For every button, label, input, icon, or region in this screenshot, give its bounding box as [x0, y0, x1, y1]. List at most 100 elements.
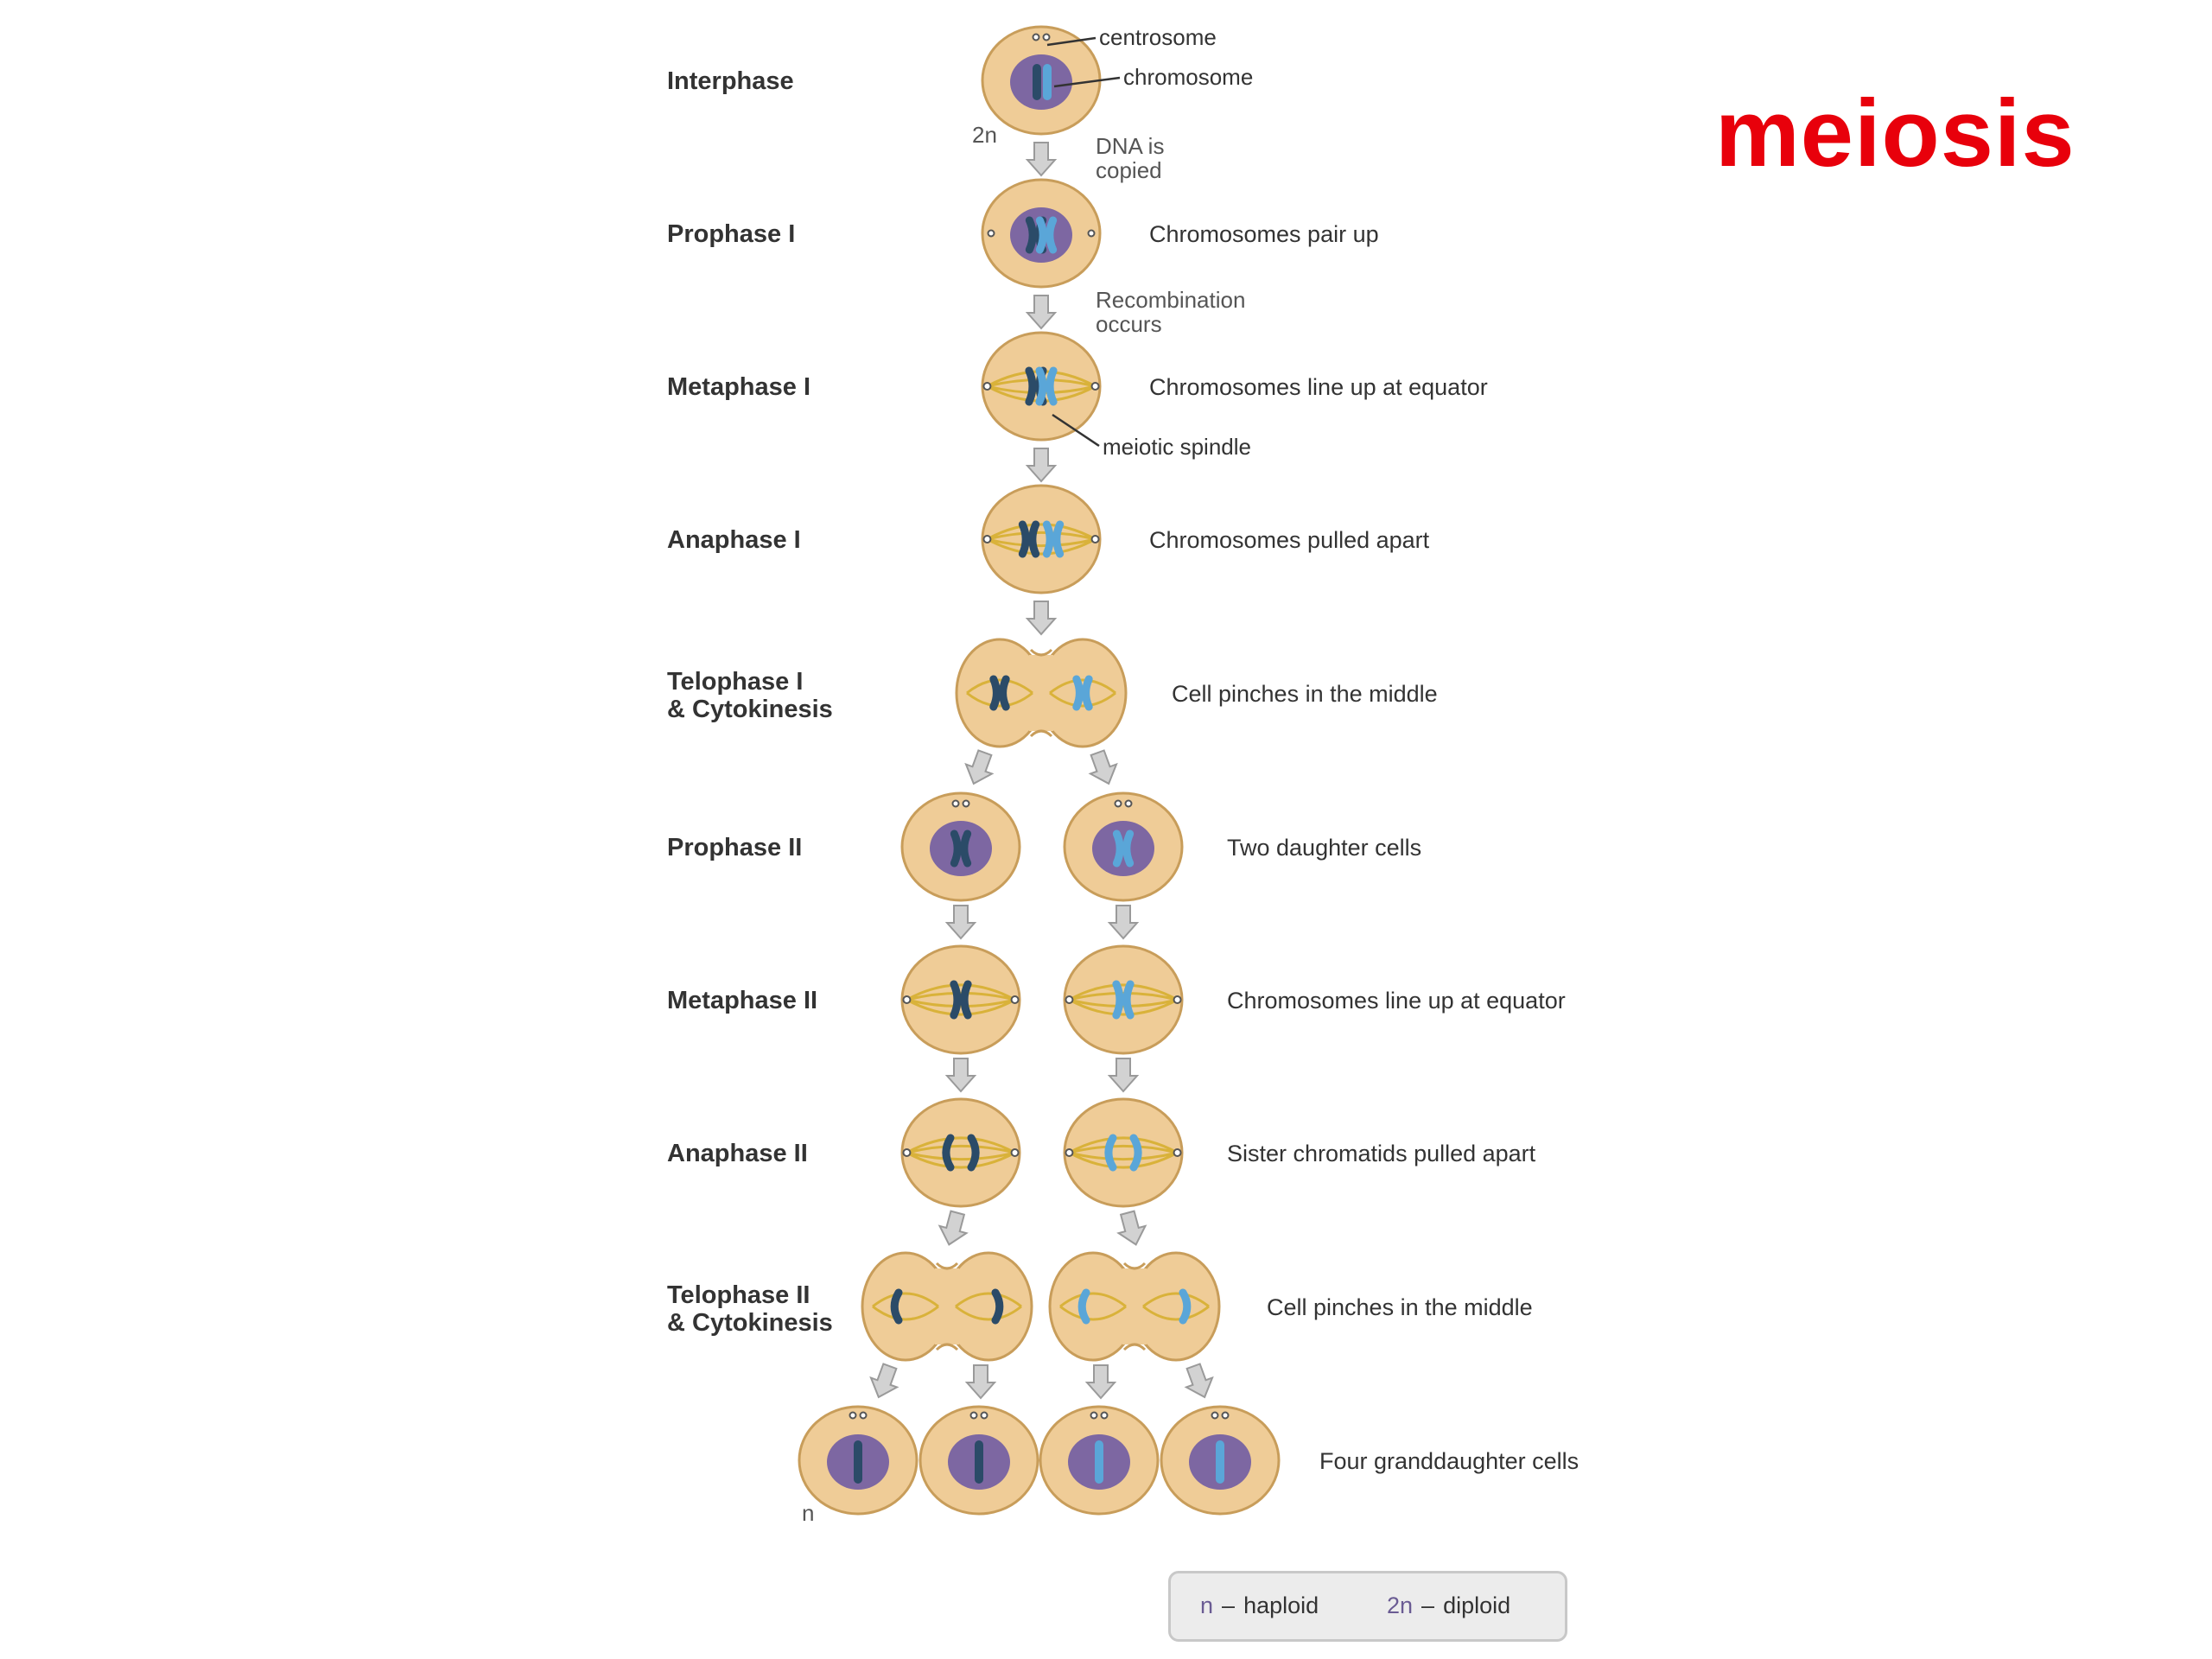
- centrosome: [1065, 995, 1074, 1004]
- centrosome: [969, 1411, 978, 1420]
- down-arrow: [1107, 905, 1140, 940]
- cleavage-fill: [1122, 1268, 1147, 1344]
- down-arrow: [1025, 601, 1058, 636]
- metaphase-2-cell: [1063, 944, 1184, 1055]
- legend-item-haploid: n–haploid: [1200, 1592, 1319, 1619]
- legend-label: diploid: [1443, 1592, 1511, 1618]
- centrosome: [982, 382, 992, 391]
- centrosome: [1042, 33, 1051, 41]
- chromatid: [967, 1134, 980, 1172]
- granddaughter-cell: [798, 1405, 918, 1516]
- down-arrow: [964, 1364, 997, 1400]
- legend-key: n: [1200, 1592, 1214, 1618]
- down-arrow: [1025, 295, 1058, 330]
- callout-meiotic-spindle: meiotic spindle: [1103, 434, 1251, 460]
- spindle: [955, 1292, 1022, 1321]
- cleavage-fill: [1029, 655, 1053, 731]
- stage-name: Metaphase II: [667, 987, 817, 1014]
- centrosome: [1010, 995, 1020, 1004]
- arrow-shape: [869, 1363, 899, 1399]
- down-arrow: [1084, 1364, 1117, 1400]
- stage-description: Two daughter cells: [1227, 835, 1421, 861]
- chromosome: [1112, 980, 1135, 1020]
- chromosome: [950, 830, 972, 868]
- meiotic-spindle: [986, 523, 1096, 556]
- chromosome: [1035, 366, 1058, 406]
- centrosome: [1114, 799, 1122, 808]
- spindle: [966, 678, 1033, 708]
- prophase-2-cell: [1063, 791, 1184, 902]
- arrow-shape: [1184, 1363, 1214, 1399]
- telophase-1-cell: [955, 638, 1128, 748]
- centrosome: [1065, 1148, 1074, 1157]
- arrow-shape: [1025, 448, 1058, 483]
- stage-name: Interphase: [667, 67, 794, 95]
- cell: [900, 1097, 1021, 1208]
- chromosome: [1035, 216, 1058, 254]
- anaphase-2-cell: [900, 1097, 1021, 1208]
- centrosome: [859, 1411, 868, 1420]
- arrow-shape: [1107, 1058, 1140, 1093]
- down-arrow: [964, 749, 995, 785]
- chromosome: [989, 675, 1010, 711]
- callout-centrosome: centrosome: [1099, 24, 1217, 50]
- anaphase-1-cell: [981, 484, 1102, 594]
- arrow-shape: [944, 905, 977, 940]
- meiotic-spindle: [906, 1136, 1016, 1169]
- meiotic-spindle: [1068, 1136, 1179, 1169]
- arrow-shape: [1025, 295, 1058, 330]
- stage-description: Cell pinches in the middle: [1172, 681, 1438, 707]
- cell: [981, 484, 1102, 594]
- interphase-cell: [981, 25, 1102, 136]
- arrow-shape: [1107, 905, 1140, 940]
- legend: n–haploid 2n–diploid: [1168, 1571, 1567, 1642]
- stage-description: Sister chromatids pulled apart: [1227, 1141, 1536, 1166]
- centrosome: [1211, 1411, 1219, 1420]
- legend-dash: –: [1222, 1592, 1236, 1618]
- centrosome: [1124, 799, 1133, 808]
- down-arrow: [944, 905, 977, 940]
- granddaughter-cell: [918, 1405, 1039, 1516]
- down-arrow: [1088, 749, 1118, 785]
- stage-name: Prophase II: [667, 834, 802, 861]
- cleavage-furrow: [1122, 1343, 1147, 1351]
- arrow-shape: [964, 749, 995, 785]
- process-note: DNA is: [1096, 133, 1164, 159]
- chromatid: [1179, 1288, 1192, 1325]
- arrow-shape: [1025, 142, 1058, 177]
- chromosome: [1072, 675, 1093, 711]
- chromatid: [942, 1134, 955, 1172]
- arrow-shape: [1025, 601, 1058, 636]
- arrow-shape: [944, 1058, 977, 1093]
- stage-name: Telophase I: [667, 668, 803, 696]
- stage-name: Prophase I: [667, 220, 795, 248]
- prophase-2-cell: [900, 791, 1021, 902]
- meiotic-spindle: [906, 983, 1016, 1016]
- centrosome: [980, 1411, 988, 1420]
- centrosome: [902, 995, 912, 1004]
- chromatid: [890, 1288, 903, 1325]
- centrosome: [951, 799, 960, 808]
- granddaughter-cell: [1160, 1405, 1281, 1516]
- metaphase-2-cell: [900, 944, 1021, 1055]
- centrosome: [1221, 1411, 1230, 1420]
- legend-label: haploid: [1243, 1592, 1319, 1618]
- cell: [1063, 1097, 1184, 1208]
- chromosome: [1018, 520, 1040, 558]
- chromatid: [1104, 1134, 1117, 1172]
- prophase-1-cell: [981, 178, 1102, 289]
- telophase-2-cell: [861, 1251, 1033, 1362]
- process-note: copied: [1096, 157, 1162, 183]
- telophase-2-cell: [1048, 1251, 1221, 1362]
- centrosome: [1010, 1148, 1020, 1157]
- chromosome: [950, 980, 972, 1020]
- callout-leader: [1052, 413, 1100, 448]
- stage-description: Cell pinches in the middle: [1267, 1294, 1533, 1320]
- metaphase-1-cell: [981, 331, 1102, 442]
- stage-name: Metaphase I: [667, 373, 810, 401]
- legend-dash: –: [1421, 1592, 1435, 1618]
- callout-chromosome: chromosome: [1123, 64, 1253, 90]
- centrosome: [1173, 995, 1182, 1004]
